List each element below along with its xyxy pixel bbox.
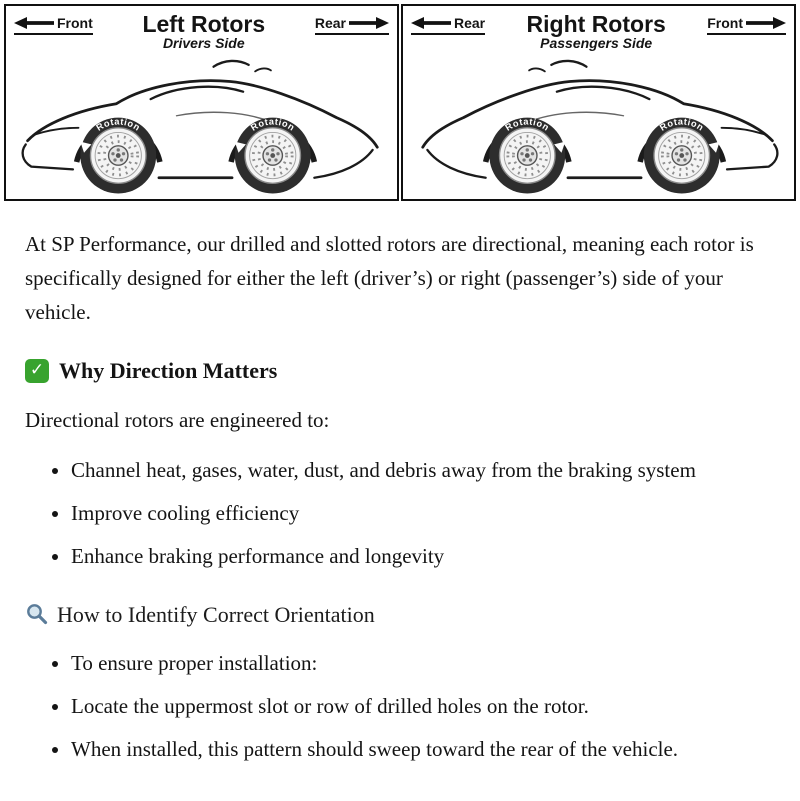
rear-direction-label: Rear [411, 15, 486, 35]
left-car-illustration: Rotation Rotation [21, 59, 379, 195]
section-heading-text: Why Direction Matters [59, 357, 278, 383]
mirrored-car-body [421, 59, 779, 195]
arrow-right-icon [745, 17, 786, 29]
section-heading-direction: ✓ Why Direction Matters [25, 353, 775, 389]
front-direction-label: Front [14, 15, 93, 35]
front-label: Front [707, 15, 743, 31]
list-item: To ensure proper installation: [71, 646, 775, 680]
rear-rotor-wheel [233, 116, 313, 195]
car-body-outline [21, 59, 379, 179]
rotation-arrowhead-icon [554, 141, 566, 153]
list-item: Channel heat, gases, water, dust, and de… [71, 453, 775, 487]
right-rotors-panel: Rear Right Rotors Passengers Side Front [401, 4, 796, 201]
arrow-left-icon [411, 17, 451, 29]
article-content: At SP Performance, our drilled and slott… [0, 209, 800, 801]
arrow-left-icon [14, 17, 54, 29]
rotation-label: Rotation [94, 116, 142, 132]
list-item: When installed, this pattern should swee… [71, 732, 775, 766]
front-rotor-wheel [78, 116, 158, 195]
list-item: Locate the uppermost slot or row of dril… [71, 689, 775, 723]
intro-paragraph: At SP Performance, our drilled and slott… [25, 231, 754, 324]
left-rotors-panel: Front Left Rotors Drivers Side Rear [4, 4, 399, 201]
direction-lead: Directional rotors are engineered to: [25, 407, 330, 432]
right-panel-header: Rear Right Rotors Passengers Side Front [409, 9, 788, 51]
section-heading-orientation: How to Identify Correct Orientation [25, 597, 775, 633]
right-panel-title-block: Right Rotors Passengers Side [527, 12, 666, 51]
page: Front Left Rotors Drivers Side Rear [0, 4, 800, 801]
left-panel-title-block: Left Rotors Drivers Side [142, 12, 265, 51]
front-direction-label: Front [707, 15, 786, 35]
rotor-direction-diagram: Front Left Rotors Drivers Side Rear [3, 4, 797, 201]
orientation-bullet-list: To ensure proper installation: Locate th… [25, 646, 775, 766]
rotation-label: Rotation [658, 116, 706, 132]
rear-direction-label: Rear [314, 15, 389, 35]
panel-title: Right Rotors [526, 11, 666, 37]
direction-bullet-list: Channel heat, gases, water, dust, and de… [25, 453, 775, 573]
panel-subtitle: Passengers Side [540, 35, 653, 52]
section-heading-text: How to Identify Correct Orientation [57, 601, 375, 627]
check-icon: ✓ [25, 358, 49, 383]
rear-label: Rear [314, 15, 346, 31]
list-item: Improve cooling efficiency [71, 496, 775, 530]
rotation-label: Rotation [503, 116, 551, 132]
rotation-label: Rotation [249, 116, 297, 132]
arrow-right-icon [348, 17, 389, 29]
front-label: Front [57, 15, 93, 31]
panel-title: Left Rotors [142, 11, 266, 37]
left-panel-header: Front Left Rotors Drivers Side Rear [12, 9, 391, 51]
rear-label: Rear [454, 15, 486, 31]
magnifier-icon [27, 604, 48, 625]
right-car-illustration: Rotation Rotation [421, 59, 779, 195]
panel-subtitle: Drivers Side [162, 35, 245, 52]
list-item: Enhance braking performance and longevit… [71, 539, 775, 573]
